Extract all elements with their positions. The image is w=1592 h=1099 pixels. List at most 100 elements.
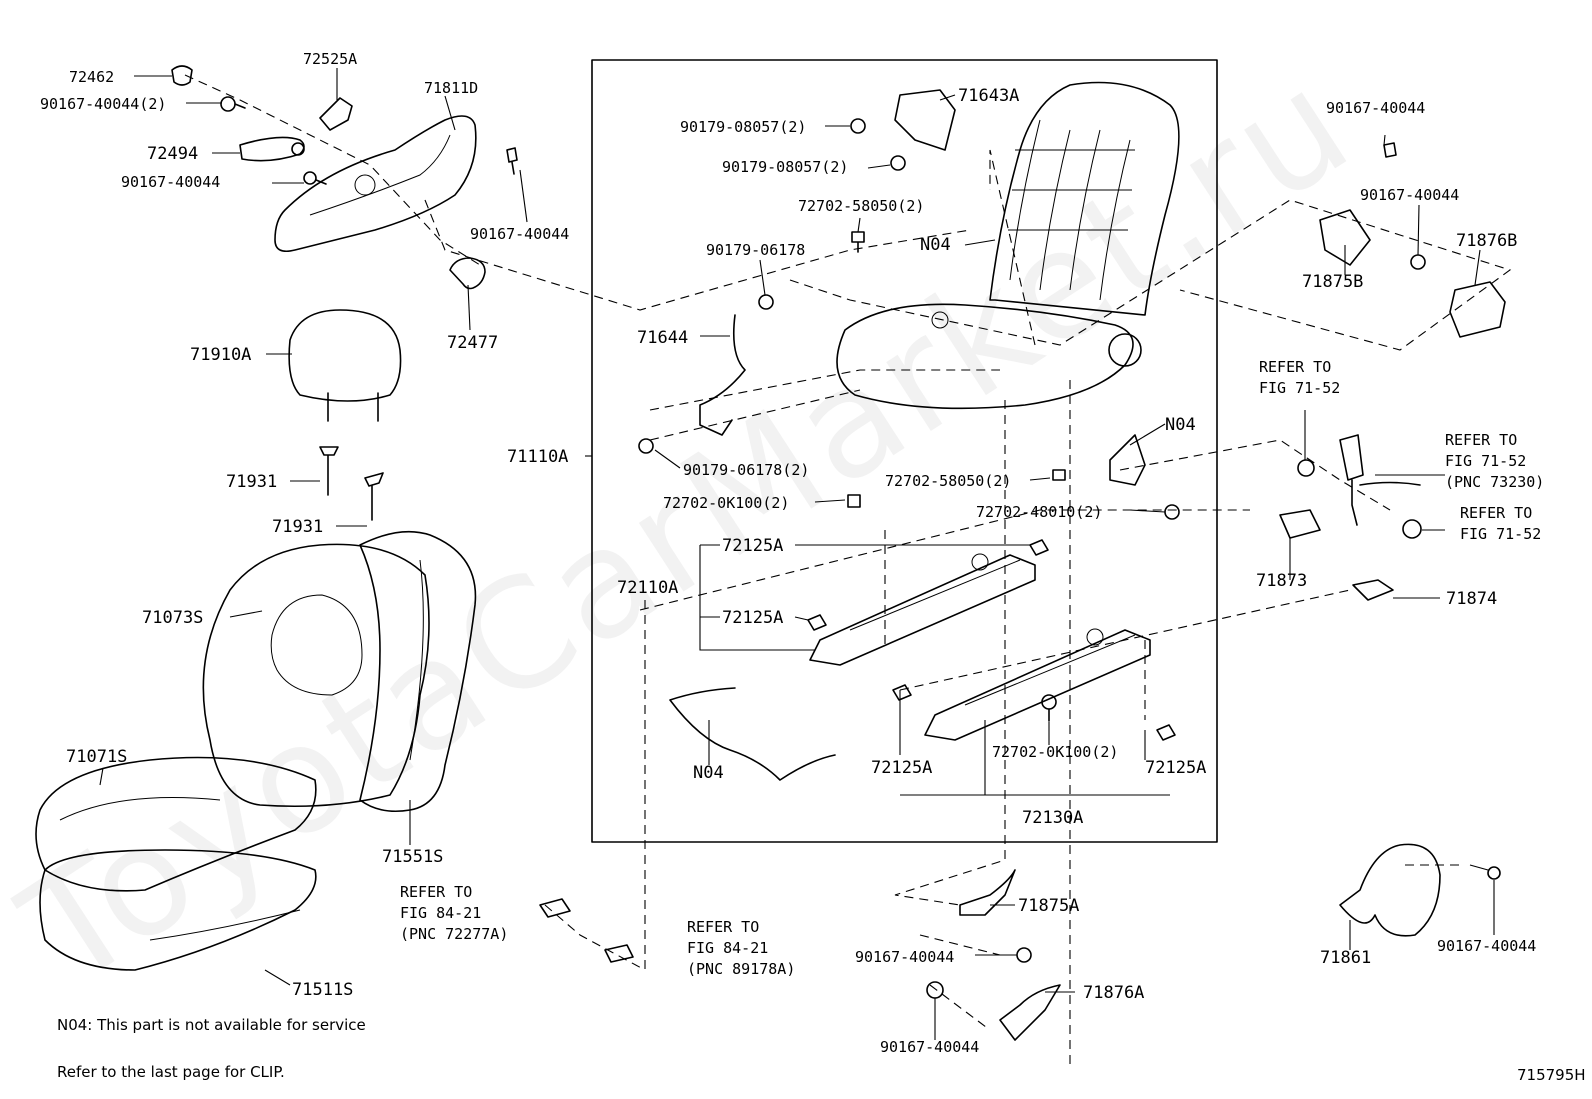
part-71876A-cover: [999, 984, 1061, 1041]
bolt-72702-48010: [1164, 504, 1180, 520]
ref-fig84-21-a-line1: REFER TO: [400, 883, 472, 901]
label-90167-40044-2: 90167-40044(2): [40, 95, 166, 113]
part-71811D-side-shield: [274, 115, 477, 253]
nut-90179-06178-a: [758, 294, 774, 310]
part-71874-bracket: [1352, 579, 1394, 601]
label-71873: 71873: [1256, 571, 1307, 591]
part-N04-seat-frame: [836, 81, 1180, 410]
ref-fig71-52-c-line2: FIG 71-52: [1460, 525, 1541, 543]
part-71644-cable: [699, 314, 746, 436]
ref-fig71-52-b-line1: REFER TO: [1445, 431, 1517, 449]
part-N04-wire: [669, 687, 836, 781]
label-71875B: 71875B: [1302, 272, 1363, 292]
part-71551S-seatback-pad: [359, 530, 477, 813]
label-72110A: 72110A: [617, 578, 678, 598]
note-n04-not-available: N04: This part is not available for serv…: [57, 1016, 366, 1034]
label-90167-40044-f: 90167-40044: [880, 1038, 979, 1056]
note-refer-clip: Refer to the last page for CLIP.: [57, 1063, 285, 1081]
label-72702-58050-2-b: 72702-58050(2): [885, 472, 1011, 490]
ref-fig84-21-b-line1: REFER TO: [687, 918, 759, 936]
label-71875A: 71875A: [1018, 896, 1079, 916]
label-72702-0K100-2-a: 72702-0K100(2): [663, 494, 789, 512]
part-71861-cover: [1339, 843, 1441, 937]
label-90167-40044-a: 90167-40044: [121, 173, 220, 191]
label-71511S: 71511S: [292, 980, 353, 1000]
label-72125A-c: 72125A: [871, 758, 932, 778]
label-72477: 72477: [447, 333, 498, 353]
diagram-id: 715795H: [1517, 1066, 1586, 1084]
ref-fig84-21-a-line2: FIG 84-21: [400, 904, 481, 922]
screw-90167-bottom-b: [926, 981, 944, 999]
frame-assembly-box: [591, 59, 1218, 843]
screw-90167-right-mid: [1410, 254, 1426, 270]
part-71073S-seatback-cover: [202, 543, 430, 808]
label-71874: 71874: [1446, 589, 1497, 609]
label-90179-06178: 90179-06178: [706, 241, 805, 259]
bolt-72702-0K100-b: [1041, 694, 1057, 722]
part-72125A-clip-a: [1029, 539, 1049, 556]
label-72130A: 72130A: [1022, 808, 1083, 828]
part-71873-bracket: [1279, 509, 1321, 539]
nut-ref-fig71-52: [1402, 519, 1422, 539]
part-71876B-cover: [1449, 281, 1506, 338]
label-90179-08057-2-a: 90179-08057(2): [680, 118, 806, 136]
label-71073S: 71073S: [142, 608, 203, 628]
part-71931-guide-b: [364, 472, 384, 521]
ref-fig84-21-b-line2: FIG 84-21: [687, 939, 768, 957]
label-N04-c: N04: [693, 763, 724, 783]
part-labels: 72462 90167-40044(2) 72525A 71811D 72494…: [40, 50, 1536, 1056]
label-71110A: 71110A: [507, 447, 568, 467]
label-72494: 72494: [147, 144, 198, 164]
label-71071S: 71071S: [66, 747, 127, 767]
screw-90167-bottom-right: [1487, 866, 1501, 880]
label-72125A-d: 72125A: [1145, 758, 1206, 778]
label-90167-40044-c: 90167-40044: [1326, 99, 1425, 117]
label-90167-40044-g: 90167-40044: [1437, 937, 1536, 955]
part-connector-b: [604, 944, 634, 963]
part-72477-cover: [449, 257, 486, 290]
part-72125A-clip-d: [1156, 724, 1176, 741]
label-72125A-b: 72125A: [722, 608, 783, 628]
part-seatbelt-buckle: [1297, 434, 1421, 526]
part-72462-cap: [171, 65, 193, 86]
part-71071S-cushion-cover: [35, 756, 317, 892]
bolt-72702-58050-a: [851, 231, 865, 253]
part-72125A-clip-b: [807, 614, 827, 631]
label-71876B: 71876B: [1456, 231, 1517, 251]
part-72125A-adjuster-upper: [809, 553, 1036, 666]
part-72525A-clip: [319, 97, 353, 131]
label-71861: 71861: [1320, 948, 1371, 968]
label-71811D: 71811D: [424, 79, 478, 97]
label-71644: 71644: [637, 328, 688, 348]
part-71875B-bracket: [1319, 209, 1371, 266]
ref-fig71-52-a-line2: FIG 71-52: [1259, 379, 1340, 397]
label-72702-48010-2: 72702-48010(2): [976, 503, 1102, 521]
part-71931-guide-a: [319, 446, 339, 496]
screw-90167-right-of-shield: [506, 147, 518, 175]
part-71511S-cushion-pad: [39, 849, 317, 971]
part-N04-bracket-b: [1109, 434, 1146, 486]
leader-lines: [99, 68, 1495, 1040]
part-71643A-bracket: [894, 89, 956, 151]
part-72494-knob: [239, 136, 305, 162]
label-72125A-a: 72125A: [722, 536, 783, 556]
label-72525A: 72525A: [303, 50, 357, 68]
nut-90179-08057-b: [890, 155, 906, 171]
bolt-72702-0K100-a: [847, 494, 861, 508]
part-72125A-clip-c: [892, 684, 912, 701]
label-71910A: 71910A: [190, 345, 251, 365]
part-71875A-cover: [959, 869, 1016, 916]
label-90179-08057-2-b: 90179-08057(2): [722, 158, 848, 176]
figure-references: REFER TO FIG 71-52 REFER TO FIG 71-52 (P…: [400, 358, 1544, 978]
label-71876A: 71876A: [1083, 983, 1144, 1003]
ref-fig84-21-b-line3: (PNC 89178A): [687, 960, 795, 978]
label-90179-06178-2: 90179-06178(2): [683, 461, 809, 479]
label-71643A: 71643A: [958, 86, 1019, 106]
nut-90179-06178-b: [638, 438, 654, 454]
part-connector-a: [539, 898, 571, 918]
label-71931-b: 71931: [272, 517, 323, 537]
screw-90167-bottom-a: [1016, 947, 1032, 963]
label-90167-40044-d: 90167-40044: [1360, 186, 1459, 204]
